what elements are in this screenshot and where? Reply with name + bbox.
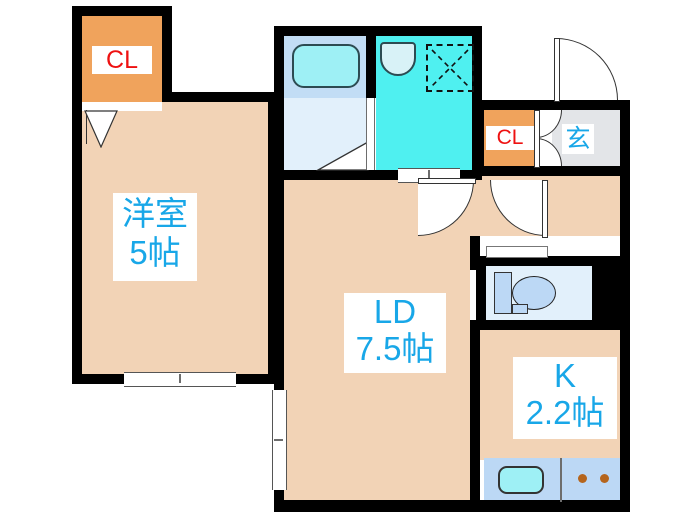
toilet-tank-icon <box>494 272 512 314</box>
wall-closet-entrance-left <box>474 110 484 176</box>
washroom-door-jamb-line-l <box>366 98 368 170</box>
living-label-size: 7.5帖 <box>355 330 435 367</box>
bedroom-label-size: 5帖 <box>129 234 181 271</box>
front-door-leaf[interactable] <box>554 38 560 102</box>
wall-wet-bottom <box>274 170 482 180</box>
wall-closet-bedroom-left <box>72 6 82 112</box>
wall-kitchen-right <box>620 330 630 510</box>
wall-ld-right-upper <box>470 236 480 270</box>
wall-ld-right-lower <box>470 320 480 510</box>
living-label: LD 7.5帖 <box>344 293 446 373</box>
bathtub-icon <box>292 44 360 88</box>
wall-ld-top <box>274 170 284 510</box>
wall-wet-left <box>274 26 284 92</box>
closet-bedroom-threshold <box>82 102 162 111</box>
kitchen-counter-divider <box>560 458 562 502</box>
wall-wet-left-lower <box>274 92 284 180</box>
wall-wet-top <box>274 26 482 36</box>
wall-toilet-bottom <box>476 320 602 330</box>
entrance-label-text: 玄 <box>565 125 591 153</box>
entrance-label: 玄 <box>562 124 594 154</box>
wall-wet-right <box>472 26 482 180</box>
closet-bedroom-label-text: CL <box>106 46 138 74</box>
washroom-window-center <box>428 170 430 179</box>
kitchen-sink-icon <box>498 466 544 494</box>
closet-entrance-label: CL <box>486 126 534 150</box>
wall-toilet-right <box>592 256 630 330</box>
wall-bedroom-left <box>72 102 82 384</box>
closet-bedroom-open-mark-svg <box>84 110 118 148</box>
closet-entrance-label-text: CL <box>496 126 524 149</box>
wall-ld-bottom <box>274 500 630 512</box>
wall-exterior-right <box>620 180 630 260</box>
kitchen-label-size: 2.2帖 <box>525 394 605 431</box>
washroom-door-leaf[interactable] <box>418 178 476 184</box>
wall-entrance-top <box>482 100 630 110</box>
ld-door-leaf[interactable] <box>542 180 548 238</box>
wall-bedroom-top <box>162 92 278 102</box>
closet-door-jamb <box>534 110 540 168</box>
toilet-door[interactable] <box>486 246 548 258</box>
wall-entrance-right <box>620 100 630 180</box>
wall-bath-divider <box>366 36 376 98</box>
living-label-name: LD <box>373 293 417 330</box>
toilet-foot-icon <box>512 304 528 314</box>
stove-burner-left-icon <box>578 474 587 483</box>
ld-window-center <box>274 439 283 441</box>
stove-burner-right-icon <box>600 474 609 483</box>
kitchen-label-name: K <box>553 357 576 394</box>
bath-door-fold[interactable] <box>316 140 370 172</box>
washroom-door-jamb-line-r <box>374 98 376 170</box>
bedroom-label: 洋室 5帖 <box>113 193 197 281</box>
wall-corridor-top <box>536 166 630 176</box>
bedroom-label-name: 洋室 <box>122 195 188 232</box>
bedroom-window-center <box>179 374 181 383</box>
washing-machine-x-icon <box>431 49 469 87</box>
closet-bedroom-label: CL <box>92 46 152 74</box>
wall-toilet-top <box>476 256 602 266</box>
washing-machine-space-icon <box>426 44 474 92</box>
wall-toilet-left <box>476 256 486 330</box>
closet-bedroom-open-mark-outline <box>86 110 115 144</box>
kitchen-label: K 2.2帖 <box>513 357 617 439</box>
washroom-door-jamb <box>366 98 376 170</box>
wall-closet-bedroom-top <box>72 6 172 16</box>
wall-bedroom-right <box>268 92 278 384</box>
vanity-sink-icon <box>380 42 416 76</box>
wall-closet-bedroom-right <box>162 6 172 102</box>
front-door-swing[interactable] <box>556 38 618 100</box>
wall-closet-entrance-bottom <box>474 166 536 176</box>
